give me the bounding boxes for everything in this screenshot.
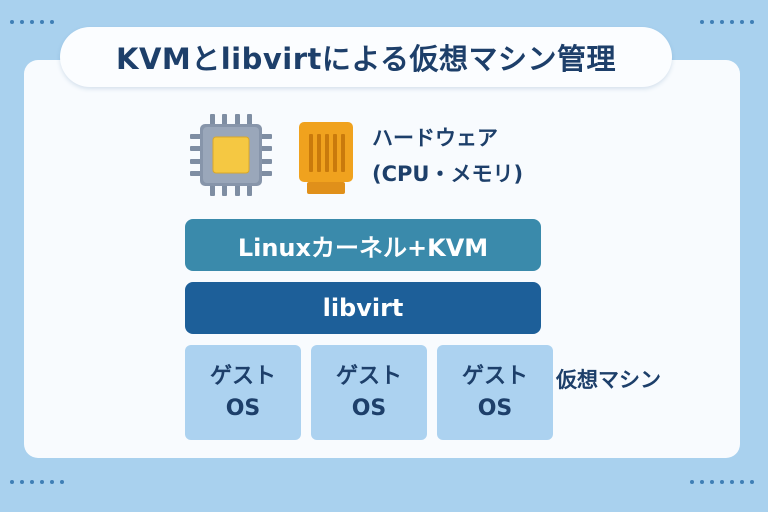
hardware-label-line1: ハードウェア — [372, 126, 498, 150]
guest-os-box-3: ゲスト OS — [437, 345, 553, 440]
memory-module-icon — [299, 122, 353, 194]
guest-os-label-line2: OS — [225, 395, 261, 421]
virtual-machine-label: 仮想マシン — [556, 368, 661, 392]
guest-os-label-line1: ゲスト — [461, 363, 528, 389]
guest-os-label-line1: ゲスト — [209, 363, 276, 389]
linux-kernel-kvm-label: Linuxカーネル+KVM — [237, 233, 489, 262]
guest-os-box-1: ゲスト OS — [185, 345, 301, 440]
libvirt-label: libvirt — [322, 294, 404, 322]
libvirt-layer: libvirt — [185, 282, 541, 334]
guest-os-label-line1: ゲスト — [335, 363, 402, 389]
decorative-dots-top-left — [10, 20, 60, 24]
guest-os-label-line2: OS — [477, 395, 513, 421]
guest-os-label-line2: OS — [351, 395, 387, 421]
linux-kernel-kvm-layer: Linuxカーネル+KVM — [185, 219, 541, 271]
hardware-label: ハードウェア (CPU・メモリ) — [372, 120, 523, 192]
decorative-dots-bottom-right — [690, 480, 760, 484]
decorative-dots-bottom-left — [10, 480, 70, 484]
title-banner: KVMとlibvirtによる仮想マシン管理 — [60, 27, 672, 87]
decorative-dots-top-right — [700, 20, 760, 24]
diagram-title: KVMとlibvirtによる仮想マシン管理 — [115, 42, 617, 76]
guest-os-box-2: ゲスト OS — [311, 345, 427, 440]
cpu-chip-icon — [190, 114, 272, 196]
hardware-label-line2: (CPU・メモリ) — [372, 162, 524, 186]
